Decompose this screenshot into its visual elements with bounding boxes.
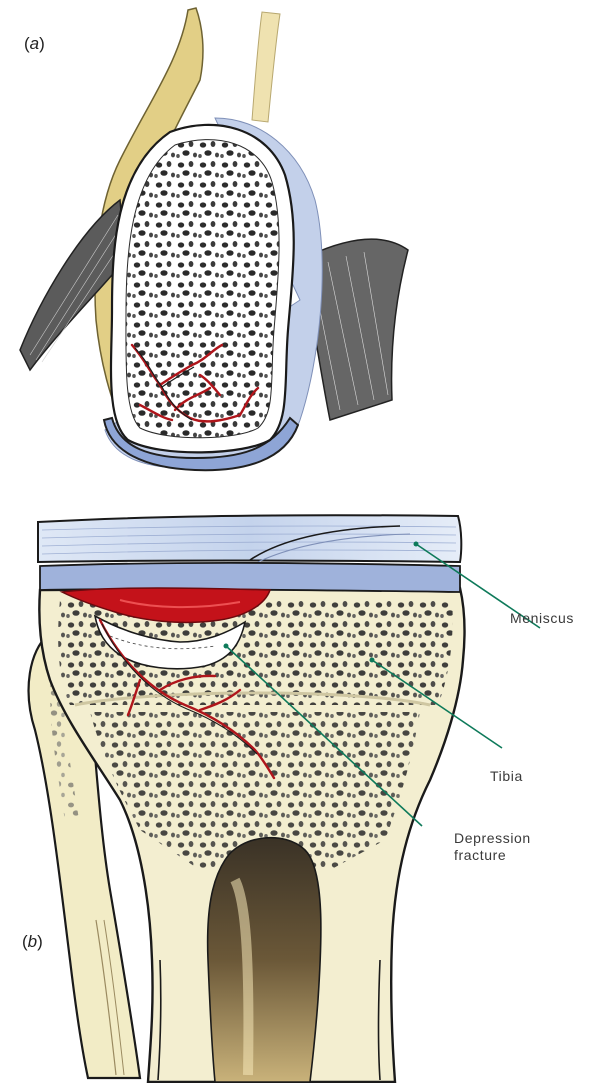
tibial-cartilage-shape — [40, 563, 460, 592]
panel-b-drawing — [29, 515, 465, 1082]
depression-label-line2: fracture — [454, 847, 531, 864]
depression-label-line1: Depression — [454, 830, 531, 847]
panel-a-letter: a — [30, 34, 39, 53]
panel-a-drawing — [20, 8, 408, 470]
panel-a-close: ) — [39, 34, 45, 53]
panel-b-letter: b — [28, 932, 37, 951]
meniscus-shape — [38, 515, 461, 562]
panel-b-label: (b) — [22, 932, 43, 952]
meniscus-label: Meniscus — [510, 610, 574, 627]
depression-fracture-label: Depression fracture — [454, 830, 531, 864]
tibia-label: Tibia — [490, 768, 523, 785]
panel-b-close: ) — [37, 932, 43, 951]
panel-a-label: (a) — [24, 34, 45, 54]
medullary-cavity-shape — [208, 838, 321, 1082]
